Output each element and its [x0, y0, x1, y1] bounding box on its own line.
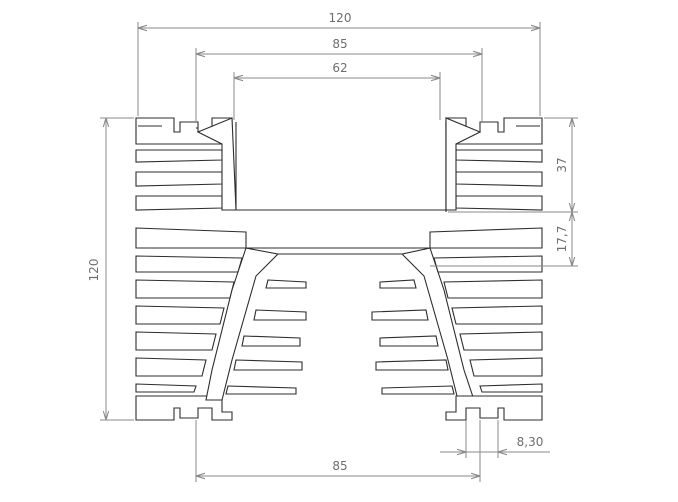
fin-right-3 [455, 195, 543, 211]
right-fins [429, 117, 543, 421]
left-fins [135, 117, 247, 421]
fin-left-2 [135, 171, 223, 187]
inner-fin-r1 [379, 279, 417, 289]
inner-fin-l5 [225, 385, 297, 395]
dim-bottom-85: 85 [332, 459, 347, 473]
heatsink-profile [135, 117, 543, 421]
bottom-right-clamp [445, 395, 543, 421]
dimension-lines [100, 22, 578, 482]
left-web [196, 117, 237, 211]
fin-right-long [429, 227, 543, 249]
dim-cavity-62: 62 [332, 61, 347, 75]
fin-left-1 [135, 149, 223, 163]
fin-left-10 [135, 383, 197, 393]
dim-slot-8-30: 8,30 [517, 435, 544, 449]
dim-right-17-7: 17,7 [555, 226, 569, 253]
fin-right-5 [433, 255, 543, 273]
fin-left-3 [135, 195, 223, 211]
fin-right-8 [459, 331, 543, 351]
cavity [235, 122, 447, 211]
fin-right-2 [455, 171, 543, 187]
inner-fin-r4 [375, 359, 449, 371]
inner-left-leg [205, 247, 280, 401]
fin-right-10 [479, 383, 543, 393]
inner-fin-l2 [253, 309, 307, 321]
fin-left-9 [135, 357, 207, 377]
fin-right-1 [455, 149, 543, 163]
fin-left-7 [135, 305, 225, 325]
inner-fin-r2 [371, 309, 429, 321]
fin-left-5 [135, 255, 243, 273]
dim-top-85: 85 [332, 37, 347, 51]
inner-fin-r5 [381, 385, 455, 395]
inner-fin-l3 [241, 335, 301, 347]
dim-top-120: 120 [329, 11, 352, 25]
fin-left-8 [135, 331, 217, 351]
dim-left-120: 120 [87, 259, 101, 282]
dimension-labels: 120 85 62 120 37 17,7 85 8,30 [87, 11, 569, 473]
fin-left-long [135, 227, 247, 249]
center-web [205, 247, 475, 401]
bottom-left-clamp [135, 395, 233, 421]
fin-right-6 [443, 279, 543, 299]
base-plate [245, 247, 431, 255]
dim-right-37: 37 [555, 157, 569, 172]
inner-fin-l1 [265, 279, 307, 289]
fin-right-9 [469, 357, 543, 377]
inner-fin-l4 [233, 359, 303, 371]
fin-left-6 [135, 279, 235, 299]
fin-right-7 [451, 305, 543, 325]
right-web [445, 117, 482, 211]
inner-fin-r3 [379, 335, 439, 347]
